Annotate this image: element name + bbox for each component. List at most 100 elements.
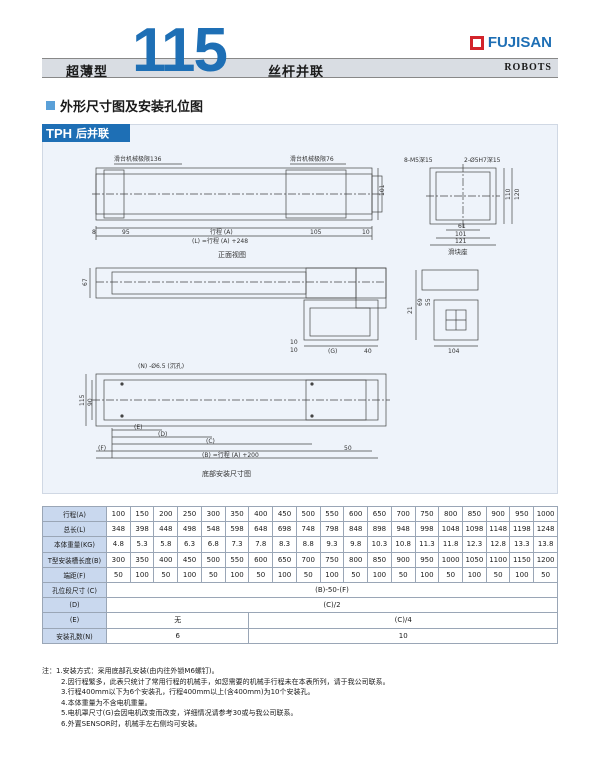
bottom-dim-B: (B) =行程 (A) +200 xyxy=(202,451,259,459)
section-title-text: 外形尺寸图及安装孔位图 xyxy=(60,100,204,115)
side-dim-121: 121 xyxy=(455,238,467,245)
table-cell: 348 xyxy=(106,521,131,538)
table-cell: 798 xyxy=(319,521,345,538)
side-dim-101: 101 xyxy=(455,231,467,238)
tab-model: TPH xyxy=(46,125,72,141)
table-cell: 4.8 xyxy=(106,536,131,553)
front-dim-8: 8 xyxy=(92,229,96,236)
table-cell: 548 xyxy=(200,521,226,538)
table-cell: 8.8 xyxy=(295,536,321,553)
table-cell: 250 xyxy=(177,505,202,523)
table-cell: 600 xyxy=(248,551,274,568)
mounting-holes xyxy=(120,382,314,418)
table-cell: 450 xyxy=(272,505,297,523)
table-cell: 998 xyxy=(414,521,440,538)
table-cell: 50 xyxy=(390,566,416,583)
top-dim-40: 40 xyxy=(364,348,372,355)
table-cell: 100 xyxy=(462,566,487,583)
side-dim-110: 110 xyxy=(505,188,512,200)
table-cell: 900 xyxy=(390,551,416,568)
section-title: 外形尺寸图及安装孔位图 xyxy=(46,96,203,115)
drawing-panel xyxy=(42,124,558,494)
header-band xyxy=(42,58,558,78)
table-cell: 598 xyxy=(224,521,250,538)
robots-text: ROBOTS xyxy=(504,62,552,73)
bottom-dim-D: (D) xyxy=(158,431,167,438)
side-label-2phi: 2-Ø5H7深15 xyxy=(464,156,501,164)
table-cell: 100 xyxy=(224,566,250,583)
note-6: 6.外置SENSOR时，机械手左右侧均可安装。 xyxy=(61,719,202,728)
table-cell: 950 xyxy=(509,505,535,523)
table-cell: 100 xyxy=(177,566,202,583)
table-cell: 8.3 xyxy=(272,536,297,553)
row-n-left: 6 xyxy=(105,627,250,644)
table-cell: 1098 xyxy=(462,521,487,538)
top-dim-10b: 10 xyxy=(290,347,298,354)
motor-dim-69: 69 xyxy=(417,298,424,306)
table-cell: 1150 xyxy=(509,551,535,568)
front-dim-stroke: 行程 (A) xyxy=(210,228,233,236)
table-cell: 800 xyxy=(343,551,369,568)
bottom-dim-E: (E) xyxy=(134,424,142,431)
table-cell: 1200 xyxy=(533,551,558,568)
motor-dim-21: 21 xyxy=(407,306,414,314)
table-cell: 11.8 xyxy=(438,536,464,553)
row-label: 行程(A) xyxy=(42,505,107,523)
table-cell: 9.8 xyxy=(343,536,369,553)
table-cell: 948 xyxy=(390,521,416,538)
table-cell: 550 xyxy=(224,551,250,568)
side-caption: 滑块座 xyxy=(448,247,468,256)
bottom-dim-50: 50 xyxy=(344,445,352,452)
bottom-dim-90: 90 xyxy=(87,398,94,406)
table-cell: 6.3 xyxy=(177,536,202,553)
table-cell: 12.3 xyxy=(462,536,487,553)
front-label-left: 滑台机械极限136 xyxy=(114,155,162,163)
table-cell: 5.8 xyxy=(153,536,179,553)
table-cell: 1148 xyxy=(485,521,511,538)
table-cell: 12.8 xyxy=(485,536,511,553)
side-label-8m: 8-M5深15 xyxy=(404,156,433,164)
table-cell: 500 xyxy=(200,551,226,568)
bottom-label-hole: (N) -Ø6.5 (沉孔) xyxy=(138,362,184,370)
front-view xyxy=(92,163,386,240)
row-label: 总长(L) xyxy=(42,521,107,538)
motor-end-view xyxy=(415,269,479,347)
table-cell: 850 xyxy=(462,505,487,523)
table-cell: 650 xyxy=(367,505,392,523)
table-cell: 6.8 xyxy=(200,536,226,553)
table-cell: 7.8 xyxy=(248,536,274,553)
table-cell: 500 xyxy=(295,505,321,523)
bottom-dim-115: 115 xyxy=(79,394,86,406)
table-cell: 1048 xyxy=(438,521,464,538)
table-cell: 748 xyxy=(295,521,321,538)
row-c-value: (B)-50-(F) xyxy=(106,581,558,599)
table-cell: 900 xyxy=(485,505,511,523)
table-cell: 50 xyxy=(485,566,511,583)
table-cell: 300 xyxy=(200,505,226,523)
top-view xyxy=(89,267,387,347)
table-cell: 1248 xyxy=(533,521,558,538)
table-cell: 848 xyxy=(343,521,369,538)
table-cell: 100 xyxy=(367,566,392,583)
top-dim-10: 10 xyxy=(290,339,298,346)
side-view xyxy=(426,164,513,246)
brand-logo: FUJISAN xyxy=(469,34,552,51)
front-dim-total: (L) =行程 (A) +248 xyxy=(192,237,248,245)
note-1: 注：1.安装方式：采用底部孔安装(由内往外锁M6螺钉)。 xyxy=(42,667,219,675)
table-cell: 150 xyxy=(129,505,155,523)
top-dim-G: (G) xyxy=(328,348,337,355)
table-cell: 698 xyxy=(272,521,297,538)
table-cell: 800 xyxy=(438,505,464,523)
front-dim-101: 101 xyxy=(379,184,386,196)
table-cell: 350 xyxy=(129,551,155,568)
row-e-label: (E) xyxy=(42,612,107,629)
table-cell: 1000 xyxy=(533,505,558,523)
row-label: 端距(F) xyxy=(42,566,107,583)
row-n: 安装孔数(N) 6 10 xyxy=(42,627,558,644)
row-label: T型安装槽长度(B) xyxy=(42,551,107,568)
table-cell: 50 xyxy=(438,566,464,583)
table-cell: 448 xyxy=(153,521,179,538)
